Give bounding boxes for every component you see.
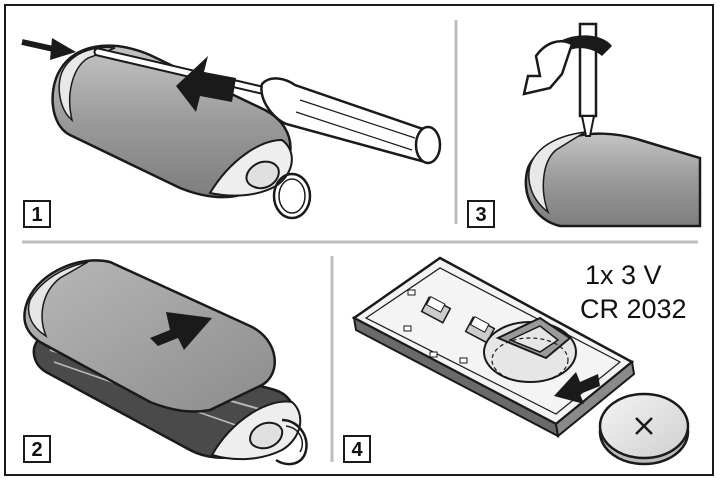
key-ring-icon bbox=[272, 172, 312, 220]
push-arrow-icon bbox=[21, 38, 76, 60]
circuit-button bbox=[420, 296, 452, 324]
panel-step-3: 3 bbox=[467, 22, 702, 228]
push-arrow-icon bbox=[150, 312, 212, 350]
step-number: 3 bbox=[475, 204, 486, 226]
panel-step-1: 1 bbox=[21, 38, 442, 228]
battery-model: CR 2032 bbox=[580, 294, 687, 324]
open-fob-tray bbox=[351, 256, 636, 438]
step-number: 4 bbox=[351, 439, 363, 461]
coin-battery-icon bbox=[598, 392, 690, 466]
push-arrow-icon bbox=[176, 56, 236, 112]
step-number: 2 bbox=[31, 439, 42, 461]
key-ring-icon bbox=[275, 418, 308, 466]
battery-holder bbox=[483, 316, 577, 383]
step-number-box bbox=[467, 200, 495, 228]
key-fob-icon bbox=[51, 44, 293, 199]
panel-step-4: 1x 3 V CR 2032 4 bbox=[343, 256, 690, 466]
panel-step-2: 2 bbox=[23, 259, 308, 466]
step-number: 1 bbox=[31, 204, 42, 226]
screwdriver-icon bbox=[93, 47, 442, 165]
step-number-box bbox=[23, 200, 51, 228]
push-arrow-icon bbox=[554, 372, 600, 404]
step-number-box bbox=[23, 435, 51, 463]
step-number-box bbox=[343, 435, 371, 463]
key-fob-icon bbox=[524, 131, 702, 228]
battery-quantity-voltage: 1x 3 V bbox=[585, 260, 662, 290]
rotate-arrow-icon bbox=[522, 35, 612, 96]
key-fob-icon bbox=[23, 259, 302, 461]
